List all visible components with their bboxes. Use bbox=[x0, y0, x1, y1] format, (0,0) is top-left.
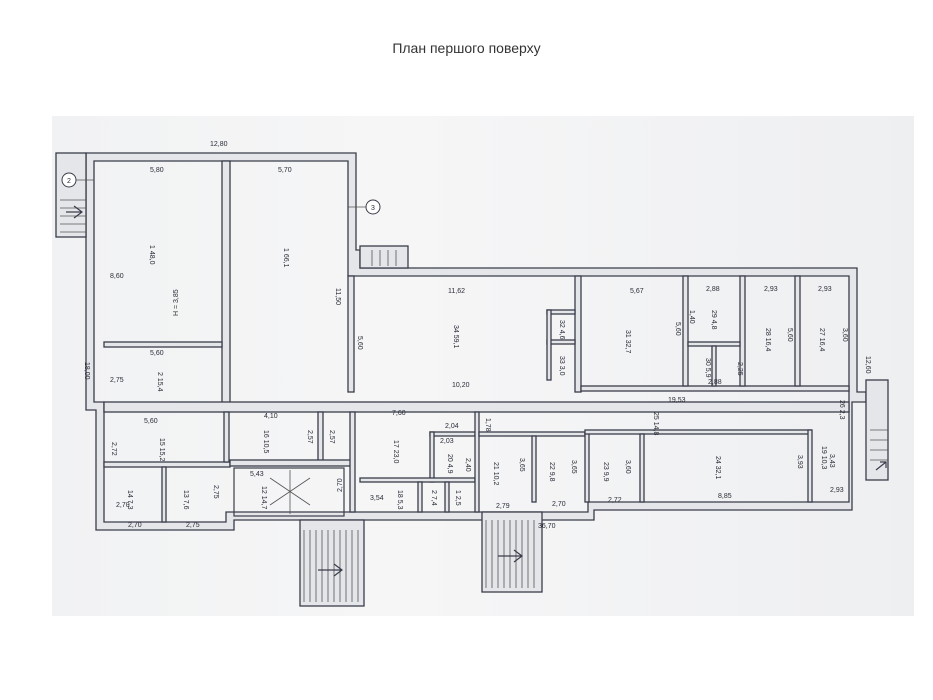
svg-text:3,60: 3,60 bbox=[841, 328, 848, 342]
svg-text:5,60: 5,60 bbox=[150, 350, 164, 357]
svg-text:23 9,9: 23 9,9 bbox=[602, 462, 609, 482]
svg-text:27 16,4: 27 16,4 bbox=[818, 328, 825, 351]
svg-text:10,20: 10,20 bbox=[452, 382, 470, 389]
svg-text:2,79: 2,79 bbox=[496, 503, 510, 510]
svg-text:17 23,0: 17 23,0 bbox=[392, 440, 399, 463]
svg-text:29 4,8: 29 4,8 bbox=[710, 310, 717, 330]
svg-text:15 15,2: 15 15,2 bbox=[158, 438, 165, 461]
staircase-left bbox=[55, 152, 87, 238]
svg-text:5,60: 5,60 bbox=[786, 328, 793, 342]
staircase-right bbox=[865, 379, 889, 481]
svg-text:16 10,5: 16 10,5 bbox=[262, 430, 269, 453]
room-labels: 1 48,0 1 66,1 2 15,4 34 59,1 32 4,6 33 3… bbox=[126, 245, 845, 510]
svg-text:7,60: 7,60 bbox=[392, 410, 406, 417]
staircase-entrance-left bbox=[299, 519, 365, 607]
svg-text:2: 2 bbox=[67, 178, 71, 185]
svg-text:24 32,1: 24 32,1 bbox=[714, 456, 721, 479]
svg-text:2,04: 2,04 bbox=[445, 423, 459, 430]
svg-text:H = 3,85: H = 3,85 bbox=[173, 289, 180, 316]
svg-text:3,93: 3,93 bbox=[796, 455, 803, 469]
svg-text:5,60: 5,60 bbox=[144, 418, 158, 425]
svg-text:2,70: 2,70 bbox=[116, 502, 130, 509]
svg-text:2,70: 2,70 bbox=[552, 501, 566, 508]
svg-text:11,62: 11,62 bbox=[448, 288, 465, 295]
svg-text:22 9,8: 22 9,8 bbox=[548, 462, 555, 482]
svg-text:3,43: 3,43 bbox=[828, 454, 835, 468]
dimension-labels: 12,80 5,80 5,70 8,60 11,50 5,60 2,75 18,… bbox=[83, 141, 871, 530]
svg-text:2,57: 2,57 bbox=[328, 430, 335, 444]
svg-text:13 7,6: 13 7,6 bbox=[182, 490, 189, 510]
svg-text:1,40: 1,40 bbox=[688, 310, 695, 324]
svg-text:12,80: 12,80 bbox=[210, 141, 228, 148]
svg-text:2,57: 2,57 bbox=[306, 430, 313, 444]
svg-text:2,75: 2,75 bbox=[110, 377, 124, 384]
svg-text:31 32,7: 31 32,7 bbox=[624, 330, 631, 353]
svg-text:5,60: 5,60 bbox=[356, 336, 363, 350]
svg-text:4,10: 4,10 bbox=[264, 413, 278, 420]
svg-text:1 66,1: 1 66,1 bbox=[282, 248, 289, 268]
svg-text:3,60: 3,60 bbox=[624, 460, 631, 474]
svg-text:19,53: 19,53 bbox=[668, 397, 686, 404]
svg-text:3: 3 bbox=[371, 205, 375, 212]
svg-text:2,75: 2,75 bbox=[186, 522, 200, 529]
svg-text:5,67: 5,67 bbox=[630, 288, 644, 295]
svg-text:11,50: 11,50 bbox=[334, 288, 341, 305]
svg-text:2,93: 2,93 bbox=[830, 487, 844, 494]
svg-text:5,80: 5,80 bbox=[150, 167, 164, 174]
svg-text:14 7,3: 14 7,3 bbox=[126, 490, 133, 510]
axis-marker-3: 3 bbox=[348, 199, 381, 215]
svg-text:2,03: 2,03 bbox=[440, 438, 454, 445]
stairwell-inner bbox=[233, 467, 345, 517]
svg-text:12,60: 12,60 bbox=[864, 356, 871, 374]
svg-text:2,93: 2,93 bbox=[818, 286, 832, 293]
svg-text:2,70: 2,70 bbox=[128, 522, 142, 529]
svg-text:30 5,9: 30 5,9 bbox=[704, 358, 711, 378]
svg-text:5,43: 5,43 bbox=[250, 471, 264, 478]
svg-text:8,60: 8,60 bbox=[110, 273, 124, 280]
svg-text:5,70: 5,70 bbox=[278, 167, 292, 174]
svg-text:2,88: 2,88 bbox=[708, 379, 722, 386]
svg-text:2 7,4: 2 7,4 bbox=[430, 490, 437, 506]
svg-text:2,72: 2,72 bbox=[608, 497, 622, 504]
svg-text:3,65: 3,65 bbox=[570, 460, 577, 474]
svg-text:25 14,8: 25 14,8 bbox=[652, 412, 659, 435]
svg-text:33 3,0: 33 3,0 bbox=[558, 356, 565, 376]
svg-text:5,60: 5,60 bbox=[674, 322, 681, 336]
staircase-small-top bbox=[359, 245, 409, 269]
plan-title: План першого поверху bbox=[392, 40, 541, 56]
svg-text:2,70: 2,70 bbox=[337, 478, 344, 492]
svg-text:2,75: 2,75 bbox=[212, 485, 219, 499]
svg-text:2 15,4: 2 15,4 bbox=[156, 372, 163, 392]
svg-text:21 10,2: 21 10,2 bbox=[492, 462, 499, 485]
svg-text:18 5,3: 18 5,3 bbox=[396, 490, 403, 510]
staircase-entrance-right bbox=[481, 511, 543, 593]
svg-text:28 16,4: 28 16,4 bbox=[764, 328, 771, 351]
svg-text:18,00: 18,00 bbox=[83, 362, 90, 380]
svg-text:1 48,0: 1 48,0 bbox=[148, 245, 155, 265]
svg-text:2,88: 2,88 bbox=[706, 286, 720, 293]
svg-text:34 59,1: 34 59,1 bbox=[452, 325, 459, 348]
svg-text:36,70: 36,70 bbox=[538, 523, 556, 530]
svg-text:2,93: 2,93 bbox=[764, 286, 778, 293]
svg-text:26 2,3: 26 2,3 bbox=[838, 400, 845, 420]
svg-text:19 10,3: 19 10,3 bbox=[820, 446, 827, 469]
svg-text:2,25: 2,25 bbox=[736, 362, 743, 376]
svg-text:3,65: 3,65 bbox=[518, 458, 525, 472]
svg-text:2,72: 2,72 bbox=[110, 442, 117, 456]
svg-text:12 14,7: 12 14,7 bbox=[260, 486, 267, 509]
interior-walls bbox=[103, 160, 850, 523]
axis-marker-2: 2 bbox=[61, 172, 94, 188]
svg-text:32 4,6: 32 4,6 bbox=[558, 320, 565, 340]
svg-text:3,54: 3,54 bbox=[370, 495, 384, 502]
svg-text:1 2,5: 1 2,5 bbox=[454, 490, 461, 506]
svg-text:20 4,9: 20 4,9 bbox=[446, 454, 453, 474]
svg-text:8,85: 8,85 bbox=[718, 493, 732, 500]
svg-text:2,40: 2,40 bbox=[464, 458, 471, 472]
svg-text:1,78: 1,78 bbox=[484, 418, 491, 432]
